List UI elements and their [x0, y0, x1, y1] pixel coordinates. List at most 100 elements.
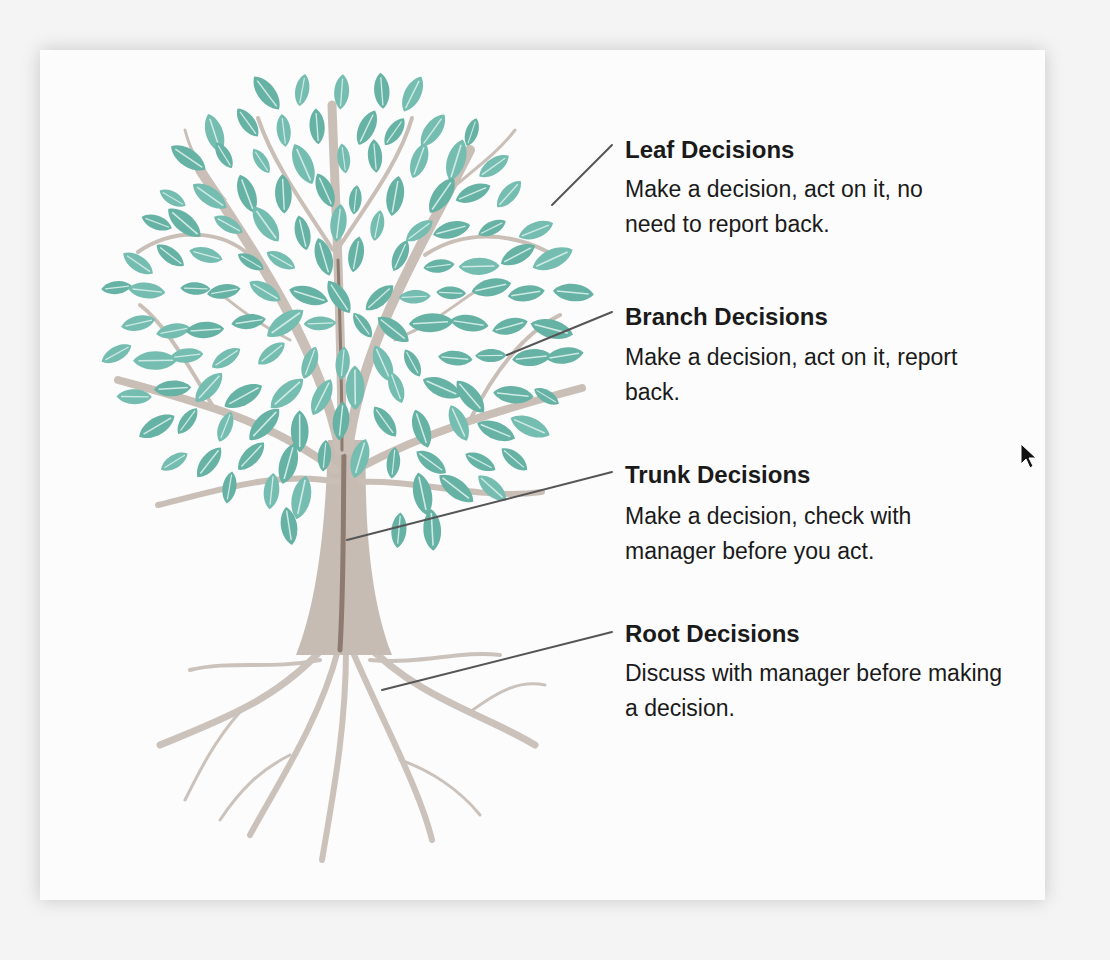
leaf	[423, 257, 456, 274]
leaf	[390, 512, 408, 549]
leaf	[120, 312, 157, 334]
leaf	[310, 236, 337, 278]
leaf	[475, 149, 513, 182]
leaf	[405, 140, 433, 181]
leaf	[408, 312, 454, 333]
leaf	[274, 174, 293, 214]
leaf	[185, 321, 224, 340]
leaf	[321, 276, 356, 317]
level-description: Make a decision, act on it, no need to r…	[625, 172, 970, 242]
leaf	[246, 201, 286, 246]
leaf	[211, 211, 246, 239]
leaf	[254, 337, 289, 369]
leaf	[492, 384, 534, 405]
leaf	[373, 72, 391, 109]
leaf	[346, 436, 374, 480]
leaf	[305, 375, 338, 418]
leaf	[516, 216, 556, 244]
leaf	[220, 470, 239, 504]
leaf	[361, 280, 399, 316]
leaf	[545, 345, 585, 367]
leaf	[333, 74, 350, 110]
leaf	[441, 137, 471, 184]
leaf	[98, 339, 135, 368]
leaf	[166, 139, 210, 177]
leaf	[531, 384, 562, 409]
leaf	[211, 139, 238, 171]
leaf	[220, 378, 266, 415]
leaf	[384, 369, 409, 405]
leaf	[434, 468, 479, 509]
leaf	[351, 107, 382, 148]
leaf	[162, 202, 206, 243]
leader-lines	[347, 145, 612, 690]
level-heading: Trunk Decisions	[625, 460, 810, 490]
leaf	[367, 139, 384, 174]
leaf	[453, 178, 494, 207]
leaf	[507, 283, 546, 304]
leaf	[328, 203, 349, 243]
leaf	[310, 170, 340, 210]
leaf	[462, 448, 499, 476]
leaf	[383, 175, 407, 218]
leaf	[265, 372, 309, 414]
leaf	[470, 275, 513, 300]
leaf	[407, 407, 436, 450]
leaf	[235, 249, 267, 275]
leaf	[292, 73, 311, 108]
leaf	[233, 437, 270, 475]
level-heading: Root Decisions	[625, 619, 800, 649]
leaf	[348, 185, 363, 216]
leaf	[246, 275, 285, 306]
leaf	[345, 235, 366, 273]
leaf	[475, 215, 508, 240]
leaf	[100, 279, 132, 295]
leaf	[133, 351, 177, 370]
leaf	[152, 239, 188, 271]
level-heading: Branch Decisions	[625, 302, 828, 332]
leaf	[437, 349, 473, 367]
leaf	[243, 403, 286, 447]
leaf	[379, 114, 409, 149]
leaf	[475, 349, 507, 363]
leaf	[188, 177, 231, 215]
leaf	[156, 185, 188, 211]
level-description: Make a decision, act on it, report back.	[625, 340, 970, 410]
leaf	[127, 281, 166, 301]
level-heading: Leaf Decisions	[625, 135, 794, 165]
leaf	[247, 71, 286, 114]
leaf	[348, 309, 376, 341]
leaf	[169, 347, 204, 365]
leaf	[180, 282, 210, 296]
leaf	[399, 346, 425, 379]
leaf	[497, 238, 539, 271]
leaf	[397, 73, 429, 115]
leaf	[191, 443, 227, 483]
leaf	[135, 408, 179, 444]
leaf	[431, 217, 472, 242]
leaf	[335, 143, 352, 174]
leaf	[316, 439, 332, 472]
leaf	[291, 214, 314, 252]
leaf	[331, 401, 351, 442]
leaf	[232, 104, 264, 141]
leaf	[187, 244, 224, 267]
level-description: Discuss with manager before making a dec…	[625, 656, 1010, 726]
leaf	[497, 443, 531, 475]
leaf	[373, 311, 414, 348]
leaf	[458, 257, 499, 275]
leaf	[552, 282, 594, 303]
leaf	[415, 110, 451, 152]
leaf	[297, 344, 322, 381]
leaf	[206, 281, 242, 301]
leaf	[436, 286, 466, 300]
leaf	[368, 402, 402, 441]
leaf	[368, 209, 387, 242]
leaf	[473, 470, 511, 506]
leaf	[116, 389, 151, 404]
leaf	[529, 241, 577, 276]
leaf	[213, 409, 237, 444]
leaf	[208, 343, 244, 374]
leaf	[278, 506, 300, 546]
